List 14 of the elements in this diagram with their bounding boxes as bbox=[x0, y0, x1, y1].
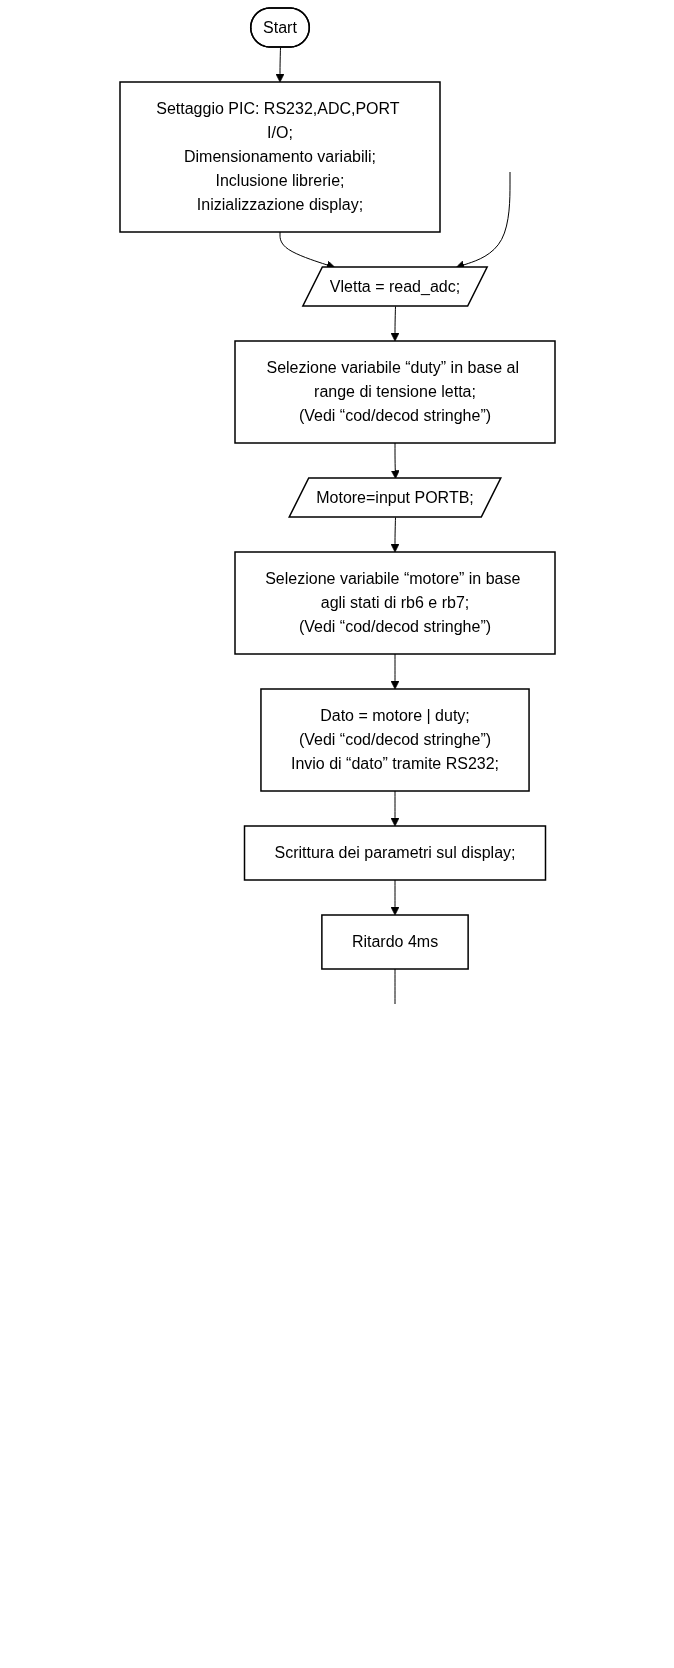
node-box: Selezione variabile “motore” in base agli stati di rb6 e rb7; (Vedi “cod/decod stringhe”) bbox=[233, 551, 556, 655]
node-box: Dato = motore | duty; (Vedi “cod/decod stringhe”) Invio di “dato” tramite RS232; bbox=[259, 688, 530, 792]
node-box: Selezione variabile “duty” in base al range di tensione letta; (Vedi “cod/decod stringhe”) bbox=[233, 340, 556, 444]
arrow bbox=[390, 790, 399, 827]
connector bbox=[394, 968, 395, 1005]
arrow bbox=[390, 653, 399, 690]
arrow bbox=[390, 442, 400, 479]
node-box: Ritardo 4ms bbox=[320, 914, 469, 970]
node-box: Scrittura dei parametri sul display; bbox=[243, 825, 546, 881]
arrow bbox=[390, 306, 399, 342]
arrow bbox=[390, 879, 399, 916]
arrow bbox=[390, 517, 399, 553]
arrow bbox=[275, 47, 284, 83]
node-box: Settaggio PIC: RS232,ADC,PORT I/O; Dimensionamento variabili; Inclusione librerie; Inizializzazione display; bbox=[118, 81, 441, 233]
